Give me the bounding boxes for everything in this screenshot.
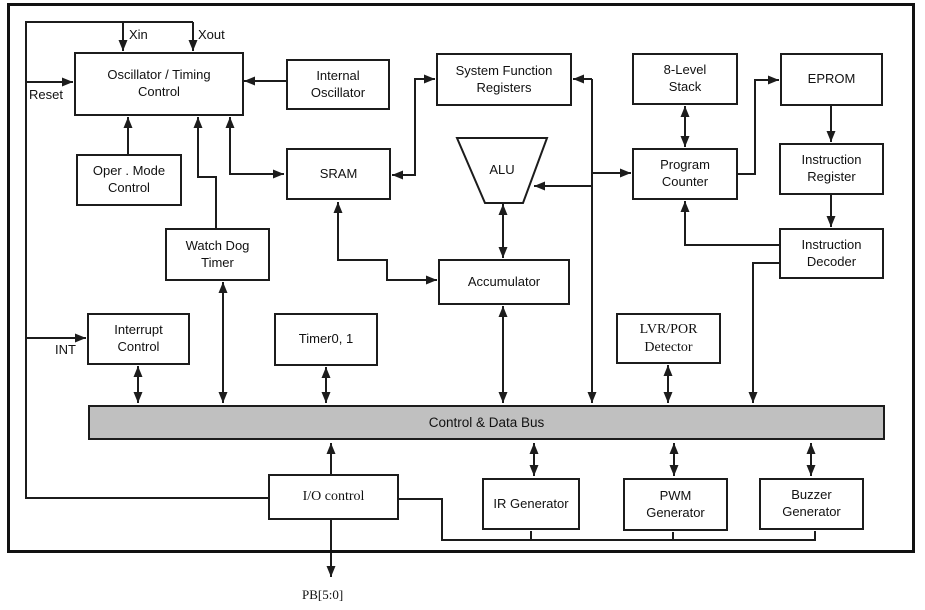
arrowhead <box>133 366 143 377</box>
arrowhead <box>225 117 235 128</box>
block-eprom: EPROM <box>780 53 883 106</box>
block-oscillator-timing-control: Oscillator / Timing Control <box>74 52 244 116</box>
block-8-level-stack: 8-Level Stack <box>632 53 738 105</box>
arrowhead <box>326 566 336 577</box>
arrowhead <box>273 169 284 179</box>
pin-label-xout: Xout <box>198 27 225 42</box>
wire <box>399 498 816 541</box>
arrowhead <box>392 170 403 180</box>
control-data-bus: Control & Data Bus <box>88 405 885 440</box>
pin-label-pb: PB[5:0] <box>302 587 344 602</box>
block-alu-label: ALU <box>489 162 515 177</box>
arrowhead <box>333 202 343 213</box>
block-buzzer-generator: Buzzer Generator <box>759 478 864 530</box>
wire <box>752 262 779 403</box>
arrowhead <box>326 443 336 454</box>
wire <box>229 117 284 175</box>
arrowhead <box>424 74 435 84</box>
block-oper-mode-control: Oper . Mode Control <box>76 154 182 206</box>
arrowhead <box>321 392 331 403</box>
arrowhead <box>193 117 203 128</box>
diagram-border <box>7 3 915 553</box>
block-lvr-por-detector: LVR/POR Detector <box>616 313 721 364</box>
arrowhead <box>826 131 836 142</box>
block-internal-oscillator: Internal Oscillator <box>286 59 390 110</box>
arrowhead <box>826 216 836 227</box>
arrowhead <box>118 40 128 51</box>
arrowhead <box>806 465 816 476</box>
arrowhead <box>498 306 508 317</box>
arrowhead <box>123 117 133 128</box>
block-pwm-generator: PWM Generator <box>623 478 728 531</box>
arrowhead <box>587 392 597 403</box>
block-timer0-1: Timer0, 1 <box>274 313 378 366</box>
wire <box>684 201 779 246</box>
block-instruction-register: Instruction Register <box>779 143 884 195</box>
block-program-counter: Program Counter <box>632 148 738 200</box>
block-interrupt-control: Interrupt Control <box>87 313 190 365</box>
arrowhead <box>680 106 690 117</box>
arrowhead <box>534 181 545 191</box>
block-ir-generator: IR Generator <box>482 478 580 530</box>
arrowhead <box>680 136 690 147</box>
arrowhead <box>426 275 437 285</box>
arrowhead <box>321 367 331 378</box>
block-io-control: I/O control <box>268 474 399 520</box>
arrowhead <box>498 392 508 403</box>
arrowhead <box>680 201 690 212</box>
arrowhead <box>529 465 539 476</box>
block-instruction-decoder: Instruction Decoder <box>779 228 884 279</box>
arrowhead <box>663 392 673 403</box>
arrowhead <box>806 443 816 454</box>
block-sram: SRAM <box>286 148 391 200</box>
arrowhead <box>748 392 758 403</box>
arrowhead <box>62 77 73 87</box>
arrowhead <box>669 465 679 476</box>
arrowhead <box>663 365 673 376</box>
alu-shape <box>455 137 549 204</box>
arrowhead <box>498 204 508 215</box>
pin-label-reset: Reset <box>29 87 63 102</box>
block-system-function-registers: System Function Registers <box>436 53 572 106</box>
wire <box>25 21 268 499</box>
arrowhead <box>768 75 779 85</box>
arrowhead <box>573 74 584 84</box>
arrowhead <box>244 76 255 86</box>
pin-label-int: INT <box>55 342 76 357</box>
arrowhead <box>620 168 631 178</box>
arrowhead <box>218 392 228 403</box>
arrowhead <box>529 443 539 454</box>
pin-label-xin: Xin <box>129 27 148 42</box>
arrowhead <box>669 443 679 454</box>
wire <box>337 202 437 281</box>
wire <box>738 79 779 175</box>
wire <box>197 117 217 228</box>
arrowhead <box>188 40 198 51</box>
block-watch-dog-timer: Watch Dog Timer <box>165 228 270 281</box>
arrowhead <box>498 247 508 258</box>
block-accumulator: Accumulator <box>438 259 570 305</box>
arrowhead <box>75 333 86 343</box>
arrowhead <box>133 392 143 403</box>
arrowhead <box>218 282 228 293</box>
